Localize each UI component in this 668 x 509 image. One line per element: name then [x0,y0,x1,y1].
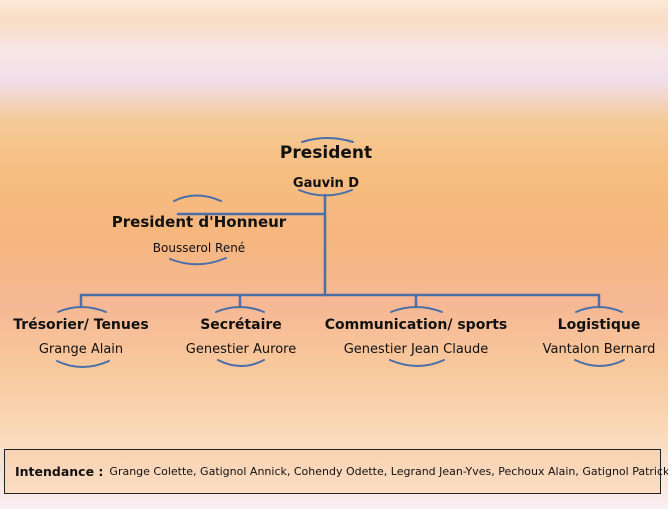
intendance-label: Intendance : [15,464,104,479]
arc-secretaire-bottom [217,359,265,367]
arc-logistique-top [575,306,623,313]
member-name-communication: Genestier Jean Claude [343,342,489,357]
member-name-secretaire: Genestier Aurore [185,342,297,357]
president-title: President [279,143,373,163]
arc-communication-top [390,306,443,313]
member-title-secretaire: Secrétaire [200,317,282,333]
arc-president-top [301,137,354,143]
arc-secretaire-top [215,306,265,313]
arc-president-bottom [298,189,353,197]
arc-honorary-top [173,194,222,202]
member-name-logistique: Vantalon Bernard [542,342,656,357]
arc-tresorier-top [57,306,107,313]
member-title-tresorier: Trésorier/ Tenues [13,317,149,333]
member-title-communication: Communication/ sports [324,317,508,333]
arc-logistique-bottom [574,359,625,367]
member-name-tresorier: Grange Alain [38,342,124,357]
member-title-logistique: Logistique [557,317,641,333]
honorary-title: President d'Honneur [111,213,287,231]
intendance-names: Grange Colette, Gatignol Annick, Cohendy… [109,465,668,478]
arc-honorary-bottom [169,257,227,266]
president-name: Gauvin D [292,176,360,191]
intendance-box: Intendance : Grange Colette, Gatignol An… [4,449,668,494]
arc-communication-bottom [389,359,445,367]
arc-tresorier-bottom [56,360,110,368]
honorary-name: Bousserol René [152,241,246,255]
